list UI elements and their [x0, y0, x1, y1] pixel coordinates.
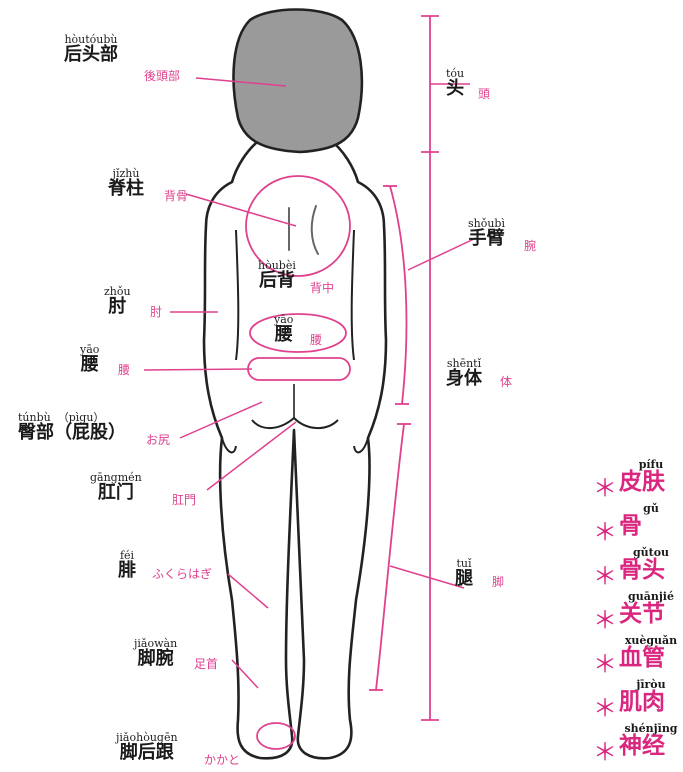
star-icon: ＊ — [593, 694, 617, 722]
scale-bars — [369, 15, 439, 721]
label-body: shēntǐ 身体 — [446, 357, 482, 389]
ja-waist: 腰 — [118, 363, 131, 377]
ja-calf: ふくらはぎ — [152, 567, 213, 581]
label-anus: gāngmén 肛门 — [90, 471, 142, 503]
label-waist-mid: yāo 腰 — [274, 313, 294, 345]
vocab-item: guānjié ＊ 关节 — [593, 590, 674, 634]
star-icon: ＊ — [593, 650, 617, 678]
back-highlight — [245, 175, 351, 277]
vocab-item: pífu ＊ 皮肤 — [593, 458, 665, 502]
ja-waist-mid: 腰 — [310, 333, 323, 347]
ja-back: 背中 — [310, 281, 335, 295]
waist-highlight — [249, 313, 347, 353]
label-heel: jiǎohòugēn 脚后跟 — [116, 731, 178, 763]
vocab-item: gǔ ＊ 骨 — [593, 502, 659, 546]
vocab-item: jīròu ＊ 肌肉 — [593, 678, 666, 722]
ja-body: 体 — [500, 375, 513, 389]
star-icon: ＊ — [593, 562, 617, 590]
ja-elbow: 肘 — [150, 305, 163, 319]
label-elbow: zhǒu 肘 — [104, 285, 131, 317]
ja-arm: 腕 — [524, 239, 537, 253]
ja-anus: 肛門 — [172, 493, 197, 507]
label-buttocks: túnbù （pìgu） 臀部（屁股） — [18, 411, 126, 443]
vocab-item: xuèguǎn ＊ 血管 — [593, 634, 678, 678]
star-icon: ＊ — [593, 738, 617, 766]
star-icon: ＊ — [593, 518, 617, 546]
vocab-item: shénjīng ＊ 神经 — [593, 722, 678, 766]
label-head: tóu 头 — [446, 67, 465, 99]
star-icon: ＊ — [593, 474, 617, 502]
label-spine: jǐzhù 脊柱 — [108, 167, 144, 199]
label-back: hòubèi 后背 — [258, 259, 296, 291]
ja-buttocks: お尻 — [146, 433, 171, 447]
ja-heel: かかと — [204, 753, 241, 767]
label-ankle: jiǎowàn 脚腕 — [134, 637, 178, 669]
label-calf: féi 腓 — [118, 549, 136, 581]
body-outline — [202, 136, 388, 760]
label-leg: tuǐ 腿 — [455, 557, 473, 589]
ja-spine: 背骨 — [164, 189, 189, 203]
heel-highlight — [256, 722, 296, 750]
vocab-item: gǔtou ＊ 骨头 — [593, 546, 670, 590]
ja-back-of-head: 後頭部 — [144, 69, 181, 83]
leader-lines — [143, 77, 477, 689]
ja-ankle: 足首 — [194, 657, 219, 671]
label-back-of-head: hòutóubù 后头部 — [64, 33, 118, 65]
label-arm: shǒubì 手臂 — [468, 217, 505, 249]
ja-leg: 脚 — [492, 575, 505, 589]
label-waist: yāo 腰 — [80, 343, 100, 375]
hair — [232, 8, 364, 154]
ja-head: 頭 — [478, 87, 491, 101]
star-icon: ＊ — [593, 606, 617, 634]
vocabulary-list: pífu ＊ 皮肤 gǔ ＊ 骨 gǔtou ＊ 骨头 guānjié ＊ 关节… — [591, 458, 683, 766]
